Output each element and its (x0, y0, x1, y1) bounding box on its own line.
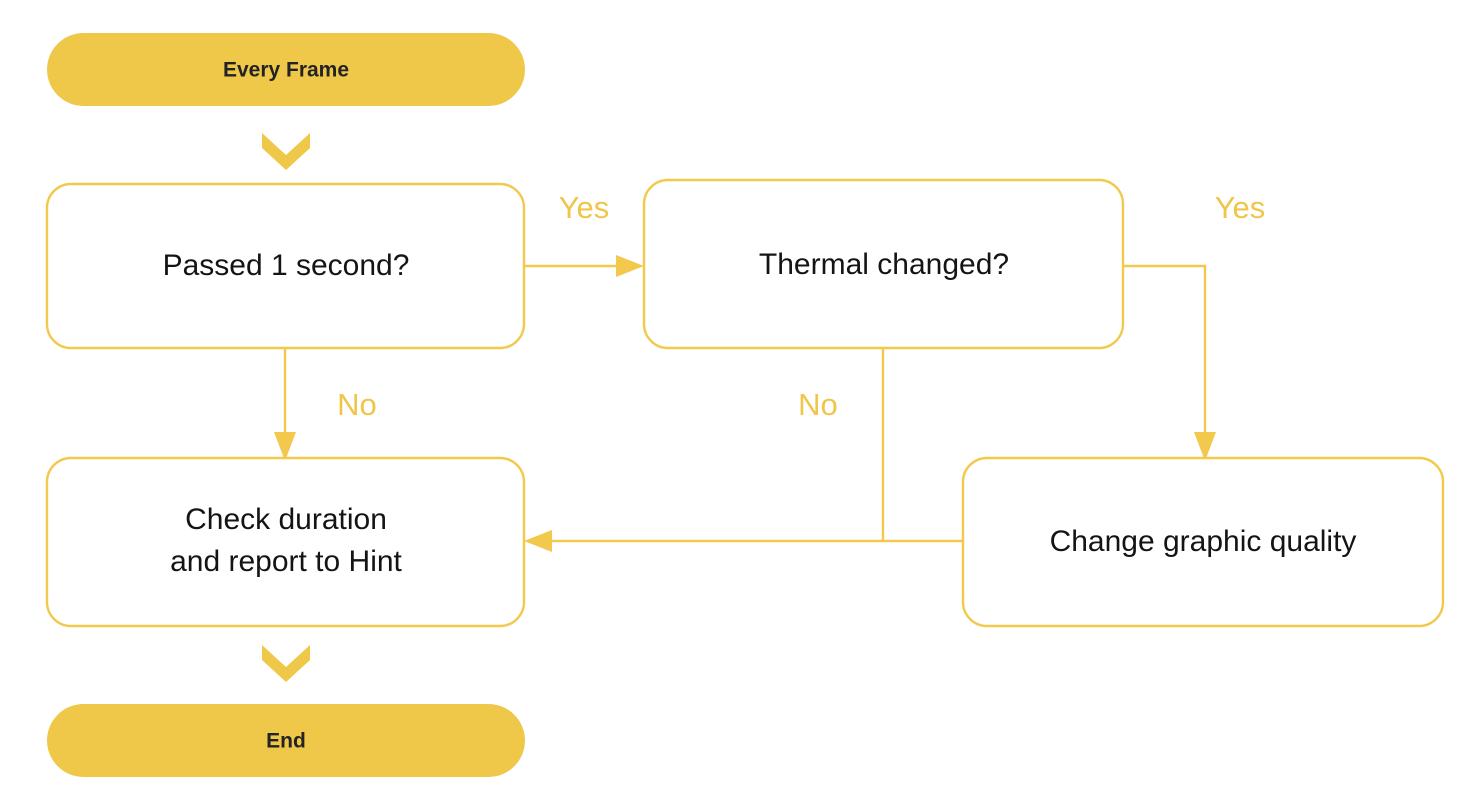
node-end[interactable]: End (47, 704, 525, 777)
arrow-head-thermal-yes (1194, 432, 1216, 461)
chevron-down-icon-end (262, 645, 310, 682)
end-pill-label: End (266, 730, 306, 753)
passed-one-second-box-shape (45, 182, 526, 350)
check-duration-label-line1: Check duration (185, 503, 387, 536)
node-change-graphic-quality[interactable]: Change graphic quality (961, 456, 1445, 628)
connector-thermal-yes (1123, 264, 1207, 445)
arrow-head-passed-no (274, 432, 296, 461)
thermal-changed-box-shape (642, 178, 1125, 350)
edge-label-thermal-no: No (798, 387, 838, 422)
edge-label-thermal-yes: Yes (1215, 190, 1266, 225)
check-duration-box-shape (45, 456, 526, 628)
arrow-head-merge-into-check (524, 530, 552, 552)
change-graphic-quality-label: Change graphic quality (1050, 525, 1357, 558)
start-pill-shape (47, 33, 525, 106)
node-start[interactable]: Every Frame (47, 33, 525, 106)
start-pill-label: Every Frame (223, 59, 349, 82)
change-graphic-quality-box-shape (961, 456, 1445, 628)
passed-one-second-label: Passed 1 second? (163, 249, 410, 282)
thermal-changed-label: Thermal changed? (759, 248, 1009, 281)
check-duration-label-line2: and report to Hint (170, 545, 402, 578)
arrow-head-passed-yes (616, 255, 644, 277)
node-check-duration[interactable]: Check duration and report to Hint (45, 456, 526, 628)
edge-label-passed-yes: Yes (559, 190, 610, 225)
edge-label-passed-no: No (337, 387, 377, 422)
node-passed-one-second[interactable]: Passed 1 second? (45, 182, 526, 350)
end-pill-shape (47, 704, 525, 777)
chevron-down-icon-start (262, 133, 310, 170)
node-thermal-changed[interactable]: Thermal changed? (642, 178, 1125, 350)
